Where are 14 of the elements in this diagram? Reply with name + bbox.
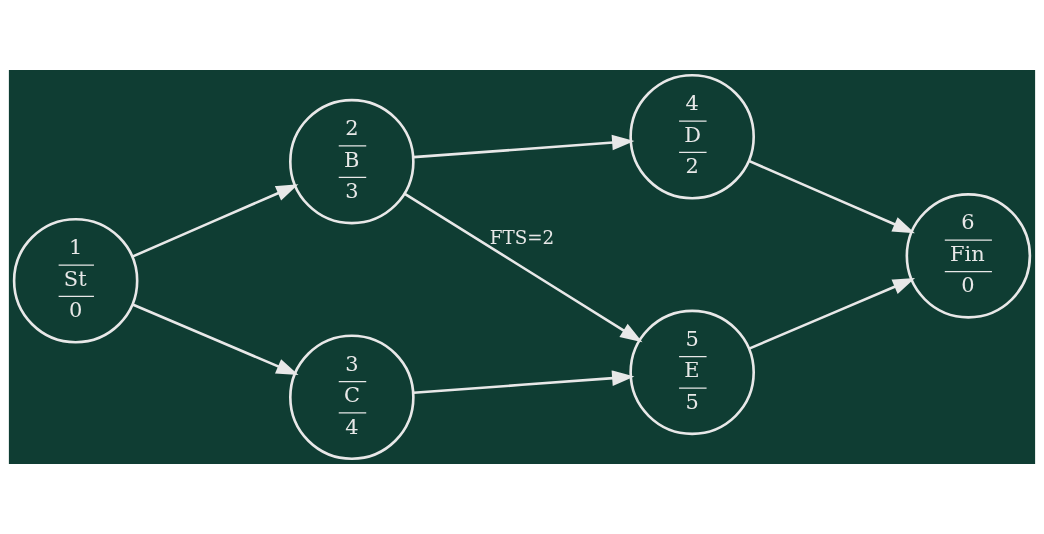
arrow bbox=[403, 192, 643, 343]
arrow bbox=[748, 159, 915, 234]
arrow bbox=[131, 184, 299, 258]
arrow bbox=[413, 370, 635, 395]
arrow bbox=[132, 303, 299, 376]
node-circle: 6 Fin 0 bbox=[905, 193, 1032, 319]
node-circle: 5 E 5 bbox=[629, 309, 755, 436]
arrow bbox=[748, 278, 916, 350]
node-circle: 2 B 3 bbox=[289, 98, 415, 225]
arrow bbox=[413, 134, 635, 159]
node-circle: 1 St 0 bbox=[12, 217, 139, 344]
node-circle: 3 C 4 bbox=[289, 334, 415, 461]
node-circle: 4 D 2 bbox=[629, 73, 755, 200]
edge-label: FTS=2 bbox=[489, 227, 555, 249]
